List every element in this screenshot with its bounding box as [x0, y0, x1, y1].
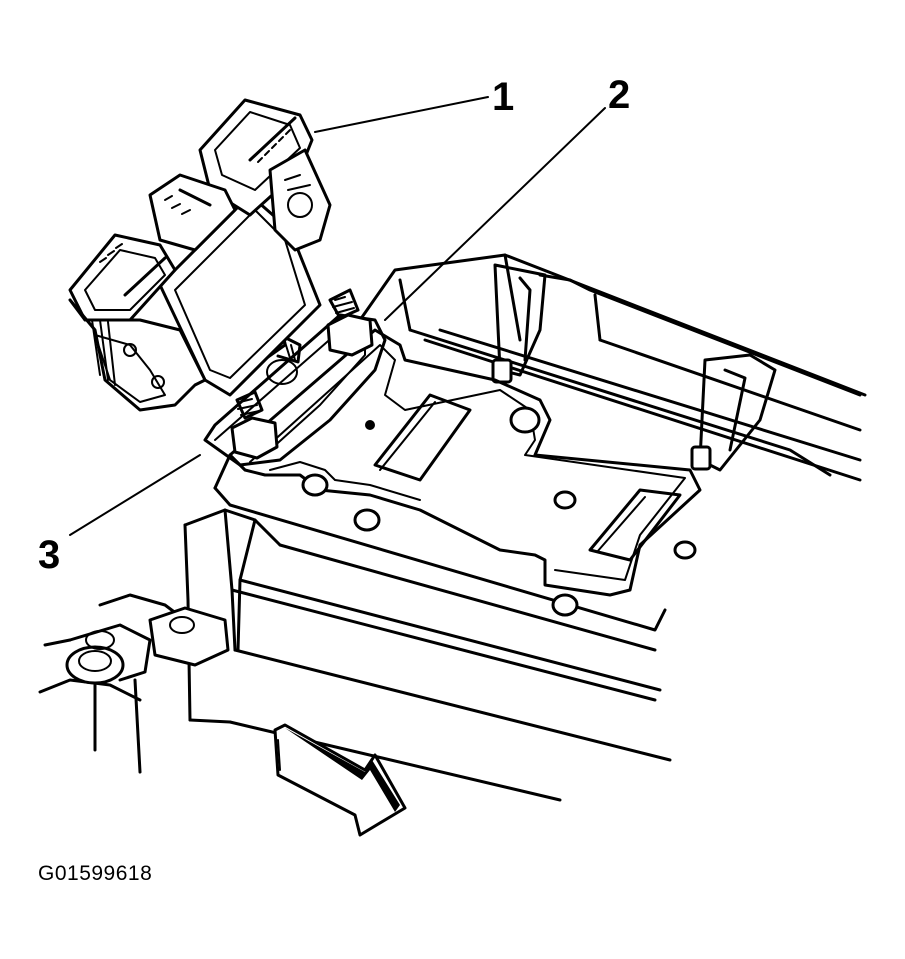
ignition-module	[68, 98, 332, 412]
callout-2-label: 2	[608, 73, 630, 117]
left-fittings	[38, 593, 230, 774]
callout-1-label: 1	[492, 75, 514, 119]
stud-nut-upper	[326, 288, 374, 357]
stud-nut-lower	[230, 390, 279, 460]
callout-leaders	[69, 96, 606, 536]
engine-block	[183, 508, 672, 802]
cylinder-head	[213, 253, 867, 632]
front-arrow-icon	[273, 723, 407, 837]
figure-id: G01599618	[38, 862, 153, 885]
callout-3-label: 3	[38, 533, 60, 577]
mounting-plate	[228, 328, 702, 617]
